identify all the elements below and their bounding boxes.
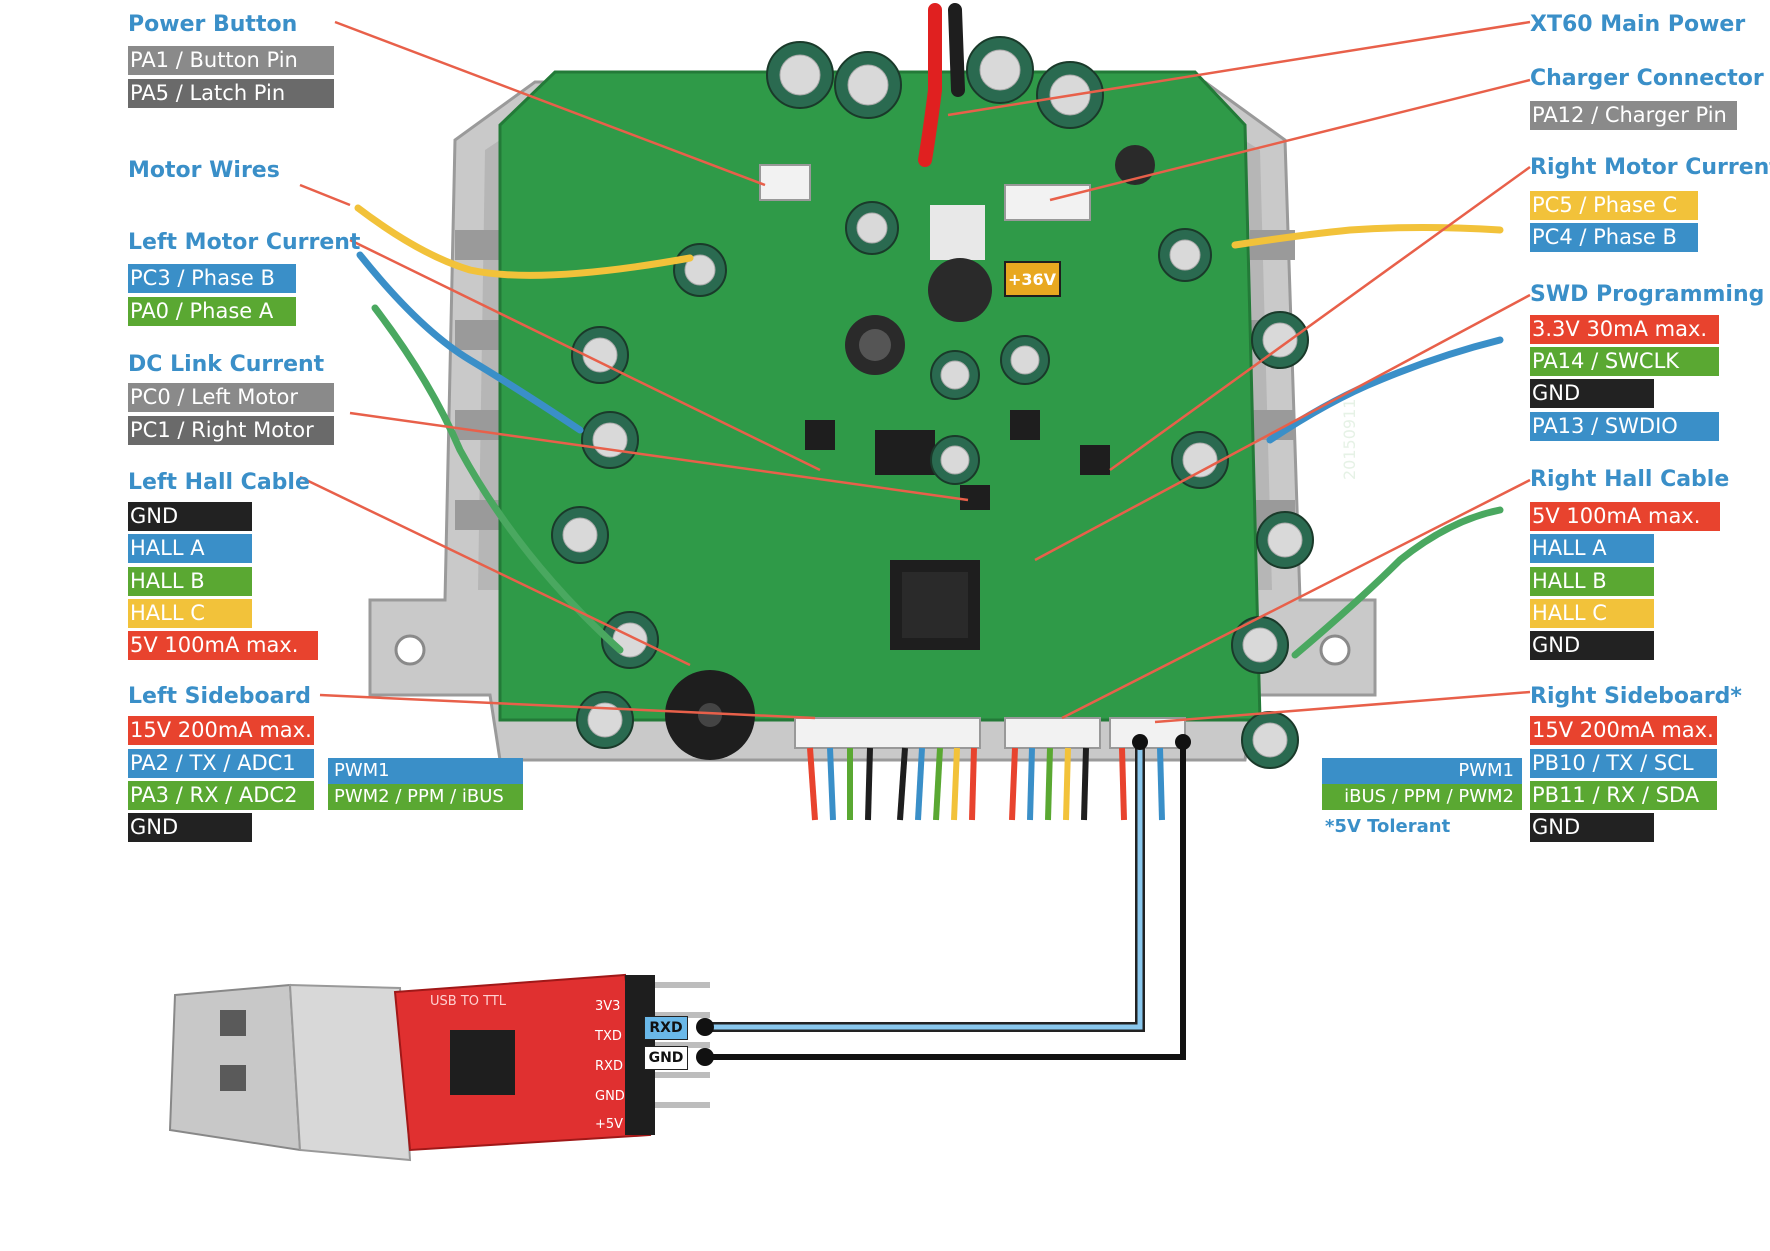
pin-right-tx: PB10 / TX / SCL <box>1530 749 1717 778</box>
rxd-wire-end <box>696 1018 714 1036</box>
pin-button: PA1 / Button Pin <box>128 46 334 75</box>
pin-right-hall-a: HALL A <box>1530 534 1654 563</box>
usb-pin-rxd: RXD <box>595 1059 623 1074</box>
pin-left-hall-c: HALL C <box>128 599 252 628</box>
right-hall-cable-title: Right Hall Cable <box>1530 467 1730 492</box>
hall-connector <box>1004 717 1101 749</box>
pin-right-15v: 15V 200mA max. <box>1530 716 1717 745</box>
pin-right-pwm2: iBUS / PPM / PWM2 <box>1322 784 1522 810</box>
pin-left-hall-b: HALL B <box>128 567 252 596</box>
pin-swd-3v3: 3.3V 30mA max. <box>1530 315 1719 344</box>
power-wires <box>354 3 1504 659</box>
left-sideboard-connector <box>794 717 981 749</box>
left-motor-current-title: Left Motor Current <box>128 230 361 255</box>
pin-left-rx: PA3 / RX / ADC2 <box>128 781 314 810</box>
right-motor-current-title: Right Motor Current <box>1530 155 1770 180</box>
pcb: +36V 20150911 <box>498 70 1359 760</box>
pin-left-phase-b: PC3 / Phase B <box>128 264 296 293</box>
usb-pin-gnd: GND <box>595 1089 625 1104</box>
pin-dc-left: PC0 / Left Motor <box>128 383 334 412</box>
pin-right-hall-b: HALL B <box>1530 567 1654 596</box>
left-sideboard-title: Left Sideboard <box>128 684 312 709</box>
motor-wires-title: Motor Wires <box>128 158 280 183</box>
pin-right-hall-5v: 5V 100mA max. <box>1530 502 1720 531</box>
pin-left-gnd: GND <box>128 813 252 842</box>
usb-pin-5v: +5V <box>595 1117 623 1132</box>
ribbon-wires <box>807 747 1165 821</box>
left-hall-cable-title: Left Hall Cable <box>128 470 310 495</box>
pin-left-15v: 15V 200mA max. <box>128 716 314 745</box>
charger-connector-title: Charger Connector <box>1530 66 1764 91</box>
pin-swd-dio: PA13 / SWDIO <box>1530 412 1719 441</box>
pin-dc-right: PC1 / Right Motor <box>128 416 334 445</box>
dc-link-current-title: DC Link Current <box>128 352 325 377</box>
capacitor-tops <box>562 49 1303 758</box>
charger-connector <box>1004 184 1091 221</box>
leader-lines <box>299 20 1531 724</box>
gnd-tag: GND <box>644 1046 688 1070</box>
pin-left-tx: PA2 / TX / ADC1 <box>128 749 314 778</box>
swd-programming-title: SWD Programming <box>1530 282 1765 307</box>
usb-pin-txd: TXD <box>594 1029 622 1044</box>
pin-right-phase-b: PC4 / Phase B <box>1530 223 1698 252</box>
voltage-regulator <box>930 205 985 260</box>
pin-right-rx: PB11 / RX / SDA <box>1530 781 1717 810</box>
usb-pin-3v3: 3V3 <box>595 999 620 1014</box>
pin-left-hall-5v: 5V 100mA max. <box>128 631 318 660</box>
mounting-hole-left <box>394 634 426 666</box>
gnd-wire-end <box>696 1048 714 1066</box>
date-code: 20150911 <box>1340 399 1359 480</box>
right-sideboard-title: Right Sideboard* <box>1530 684 1742 709</box>
pin-right-hall-c: HALL C <box>1530 599 1654 628</box>
pin-right-pwm1: PWM1 <box>1322 758 1522 784</box>
pin-right-hall-gnd: GND <box>1530 631 1654 660</box>
pin-right-gnd: GND <box>1530 813 1654 842</box>
pin-left-hall-gnd: GND <box>128 502 252 531</box>
usb-adapter-chip <box>450 1030 515 1095</box>
pin-charger: PA12 / Charger Pin <box>1530 101 1737 130</box>
pin-left-phase-a: PA0 / Phase A <box>128 297 296 326</box>
usb-silkscreen: USB TO TTL <box>430 994 507 1009</box>
tolerance-note: *5V Tolerant <box>1325 816 1451 837</box>
pin-left-hall-a: HALL A <box>128 534 252 563</box>
power-button-connector <box>759 164 811 201</box>
pin-swd-clk: PA14 / SWCLK <box>1530 347 1719 376</box>
usb-ttl-adapter: USB TO TTL 3V3 TXD RXD GND +5V <box>168 973 710 1162</box>
pin-left-pwm2: PWM2 / PPM / iBUS <box>328 784 523 810</box>
mounting-hole-right <box>1319 634 1351 666</box>
uart-wires <box>696 734 1191 1066</box>
voltage-tag: +36V <box>1008 270 1057 289</box>
pin-left-pwm1: PWM1 <box>328 758 523 784</box>
power-button-title: Power Button <box>128 12 298 37</box>
voltage-tag-bg <box>1004 261 1061 297</box>
pin-right-phase-c: PC5 / Phase C <box>1530 191 1698 220</box>
xt60-title: XT60 Main Power <box>1530 12 1746 37</box>
pin-swd-gnd: GND <box>1530 379 1654 408</box>
toroid <box>928 258 992 322</box>
pin-latch: PA5 / Latch Pin <box>128 79 334 108</box>
rxd-tag: RXD <box>644 1016 688 1040</box>
